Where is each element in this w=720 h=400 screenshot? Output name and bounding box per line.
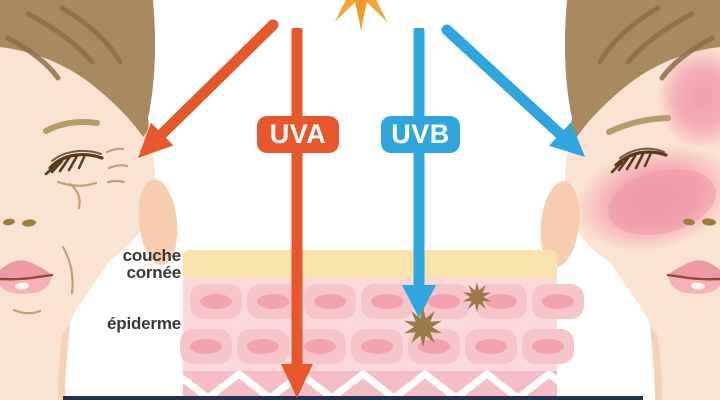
stratum-corneum-label-line1: couche: [122, 246, 182, 265]
left-lips: [0, 260, 54, 294]
skin-cell: [532, 284, 584, 319]
left-neck-shadow: [58, 325, 70, 400]
stratum-corneum-label: couche cornée: [122, 246, 182, 282]
uva-label: UVA: [269, 119, 327, 149]
uva-badge: UVA: [257, 116, 339, 153]
stratum-corneum-label-line2: cornée: [126, 263, 181, 282]
skin-cell: [522, 329, 574, 364]
sun-icon: [334, 0, 388, 31]
right-neck-shadow: [650, 327, 662, 400]
skin-cell: [190, 284, 242, 319]
right-lips: [666, 260, 720, 294]
epidermis-label: épiderme: [107, 314, 181, 333]
right-closed-eye: [610, 147, 668, 174]
skin-cell: [237, 329, 289, 364]
skin-cell: [304, 284, 356, 319]
right-face-illustration: [540, 0, 720, 400]
skin-cell: [351, 329, 403, 364]
right-nostrils: [683, 218, 716, 226]
left-wrinkles: [12, 147, 129, 315]
uva-diagonal-arrow: [138, 19, 279, 158]
left-ear-shading: [138, 179, 178, 265]
left-hair: [0, 0, 156, 137]
uvb-vertical-arrow: [402, 28, 436, 318]
right-hair: [564, 0, 720, 137]
left-nostrils: [3, 218, 36, 227]
skin-cell: [180, 329, 232, 364]
right-hair-streaks: [597, 5, 715, 81]
right-eyebrow: [606, 115, 671, 135]
right-sunburn: [574, 46, 720, 253]
uva-vertical-arrow: [281, 28, 313, 398]
left-face-illustration: [0, 0, 178, 400]
skin-cross-section: [180, 250, 584, 400]
stratum-corneum-layer: [183, 250, 557, 283]
right-ear-shading: [540, 181, 580, 267]
uvb-diagonal-arrow: [441, 24, 585, 157]
skin-cell: [465, 329, 517, 364]
uvb-label: UVB: [391, 119, 450, 149]
left-eyebrow: [43, 119, 100, 134]
bottom-bar: [63, 396, 643, 400]
uvb-badge: UVB: [381, 116, 460, 153]
skin-cell: [247, 284, 299, 319]
left-hair-streaks: [5, 5, 123, 81]
left-closed-eye: [44, 149, 104, 176]
